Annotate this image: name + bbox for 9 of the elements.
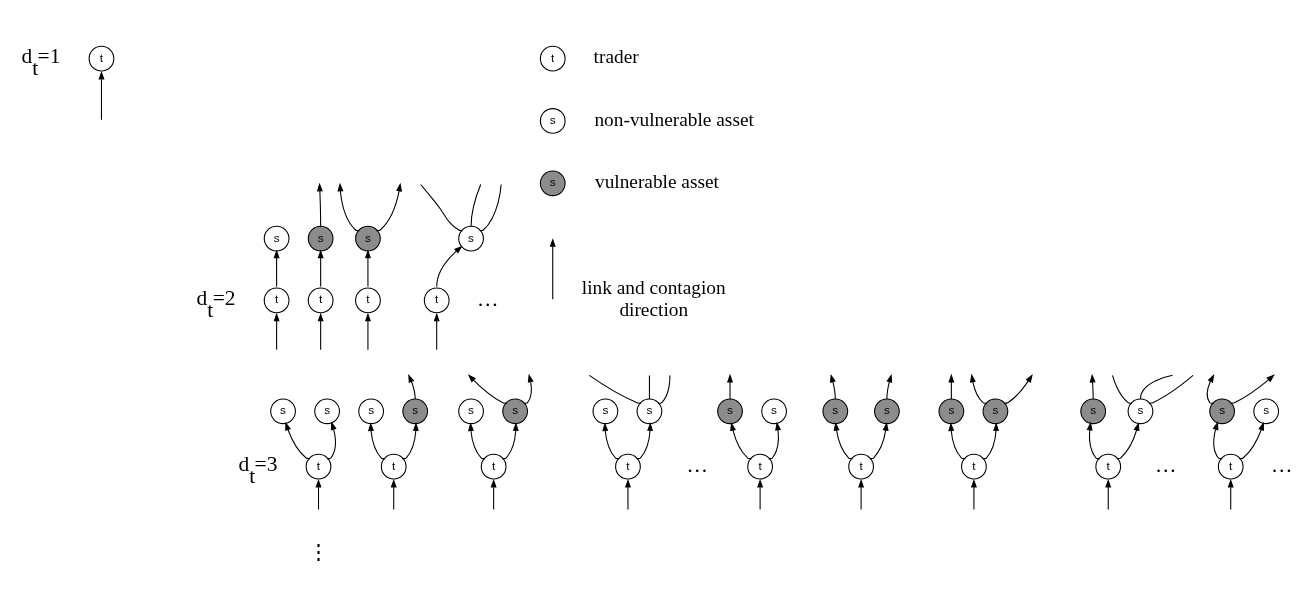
label: … [1154, 452, 1177, 477]
label: … [686, 452, 708, 477]
legend-label: vulnerable asset [594, 170, 719, 192]
label: … [1271, 452, 1293, 477]
legend-label: non-vulnerable asset [594, 108, 754, 130]
legend-label: trader [593, 45, 639, 67]
label: … [476, 286, 499, 311]
label: ⋮ [308, 539, 330, 564]
legend-label: link and contagion direction [581, 276, 726, 320]
